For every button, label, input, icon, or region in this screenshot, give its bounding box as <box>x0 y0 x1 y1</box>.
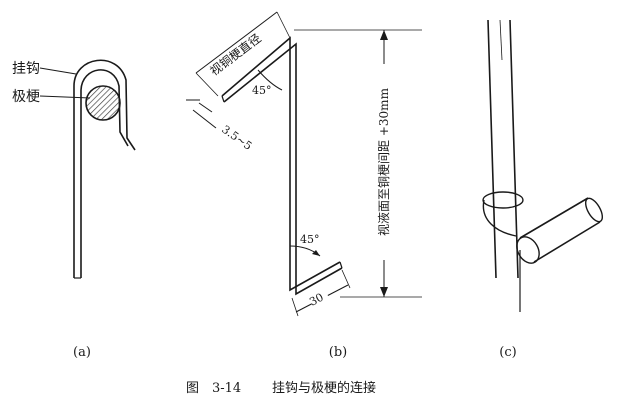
rod-left-edge <box>487 19 497 279</box>
hook-loop-lower <box>516 236 540 264</box>
rod-leader <box>39 95 91 99</box>
top-tip <box>221 95 225 103</box>
height-label-bg <box>376 64 392 260</box>
foot-ext-1 <box>291 297 299 317</box>
cross-rod-bottom <box>533 221 601 263</box>
diameter-dim-line <box>195 11 278 74</box>
hook-loop-upper <box>482 191 524 209</box>
rod-shade <box>499 19 503 61</box>
cross-rod-top <box>519 197 589 239</box>
angle-top-arc <box>257 69 283 91</box>
caption-c: (c) <box>499 345 516 360</box>
bottom-tip <box>339 261 343 269</box>
height-arrow-top <box>380 30 388 40</box>
hook-leader <box>39 67 77 75</box>
hook-label: 挂钩 <box>12 61 40 77</box>
angle-top-label: 45° <box>252 84 272 97</box>
cross-rod-end <box>584 197 604 223</box>
panel-c: (c) <box>482 19 604 360</box>
figure-caption: 图 3-14 挂钩与极梗的连接 <box>186 380 376 396</box>
diameter-ext-2 <box>276 11 291 39</box>
hook-wire-bend <box>482 199 517 237</box>
gap-label: 3.5~5 <box>219 123 254 153</box>
height-arrow-bottom <box>380 287 388 297</box>
hook-profile-outer <box>221 36 341 292</box>
foot-label-bg <box>307 287 331 309</box>
panel-a: 挂钩 极梗 (a) <box>12 59 136 360</box>
rod-right-edge <box>509 19 519 279</box>
diameter-ext-1 <box>195 72 219 97</box>
caption-a: (a) <box>73 345 91 360</box>
figure-number: 图 3-14 <box>186 381 241 396</box>
height-label: 视液面至铜梗间距 +30mm <box>376 87 391 236</box>
figure-title: 挂钩与极梗的连接 <box>272 380 376 396</box>
gap-tick-2 <box>198 102 213 113</box>
angle-bottom-label: 45° <box>300 233 320 246</box>
caption-b: (b) <box>329 345 347 360</box>
hook-profile-inner <box>223 42 343 296</box>
angle-bottom-arrow <box>312 250 320 256</box>
rod-label: 极梗 <box>12 89 40 105</box>
rod-diameter-label: 视铜梗直径 <box>207 30 264 78</box>
electrode-rod-section <box>85 85 121 121</box>
hook-inner-line <box>80 69 129 278</box>
gap-dim-line <box>192 109 217 129</box>
panel-b: 视铜梗直径 45° 3.5~5 视液面至铜梗间距 +30mm 45° 30 (b… <box>186 11 422 360</box>
hook-outer-line <box>73 59 136 278</box>
foot-label: 30 <box>307 291 325 309</box>
foot-ext-2 <box>341 269 351 289</box>
